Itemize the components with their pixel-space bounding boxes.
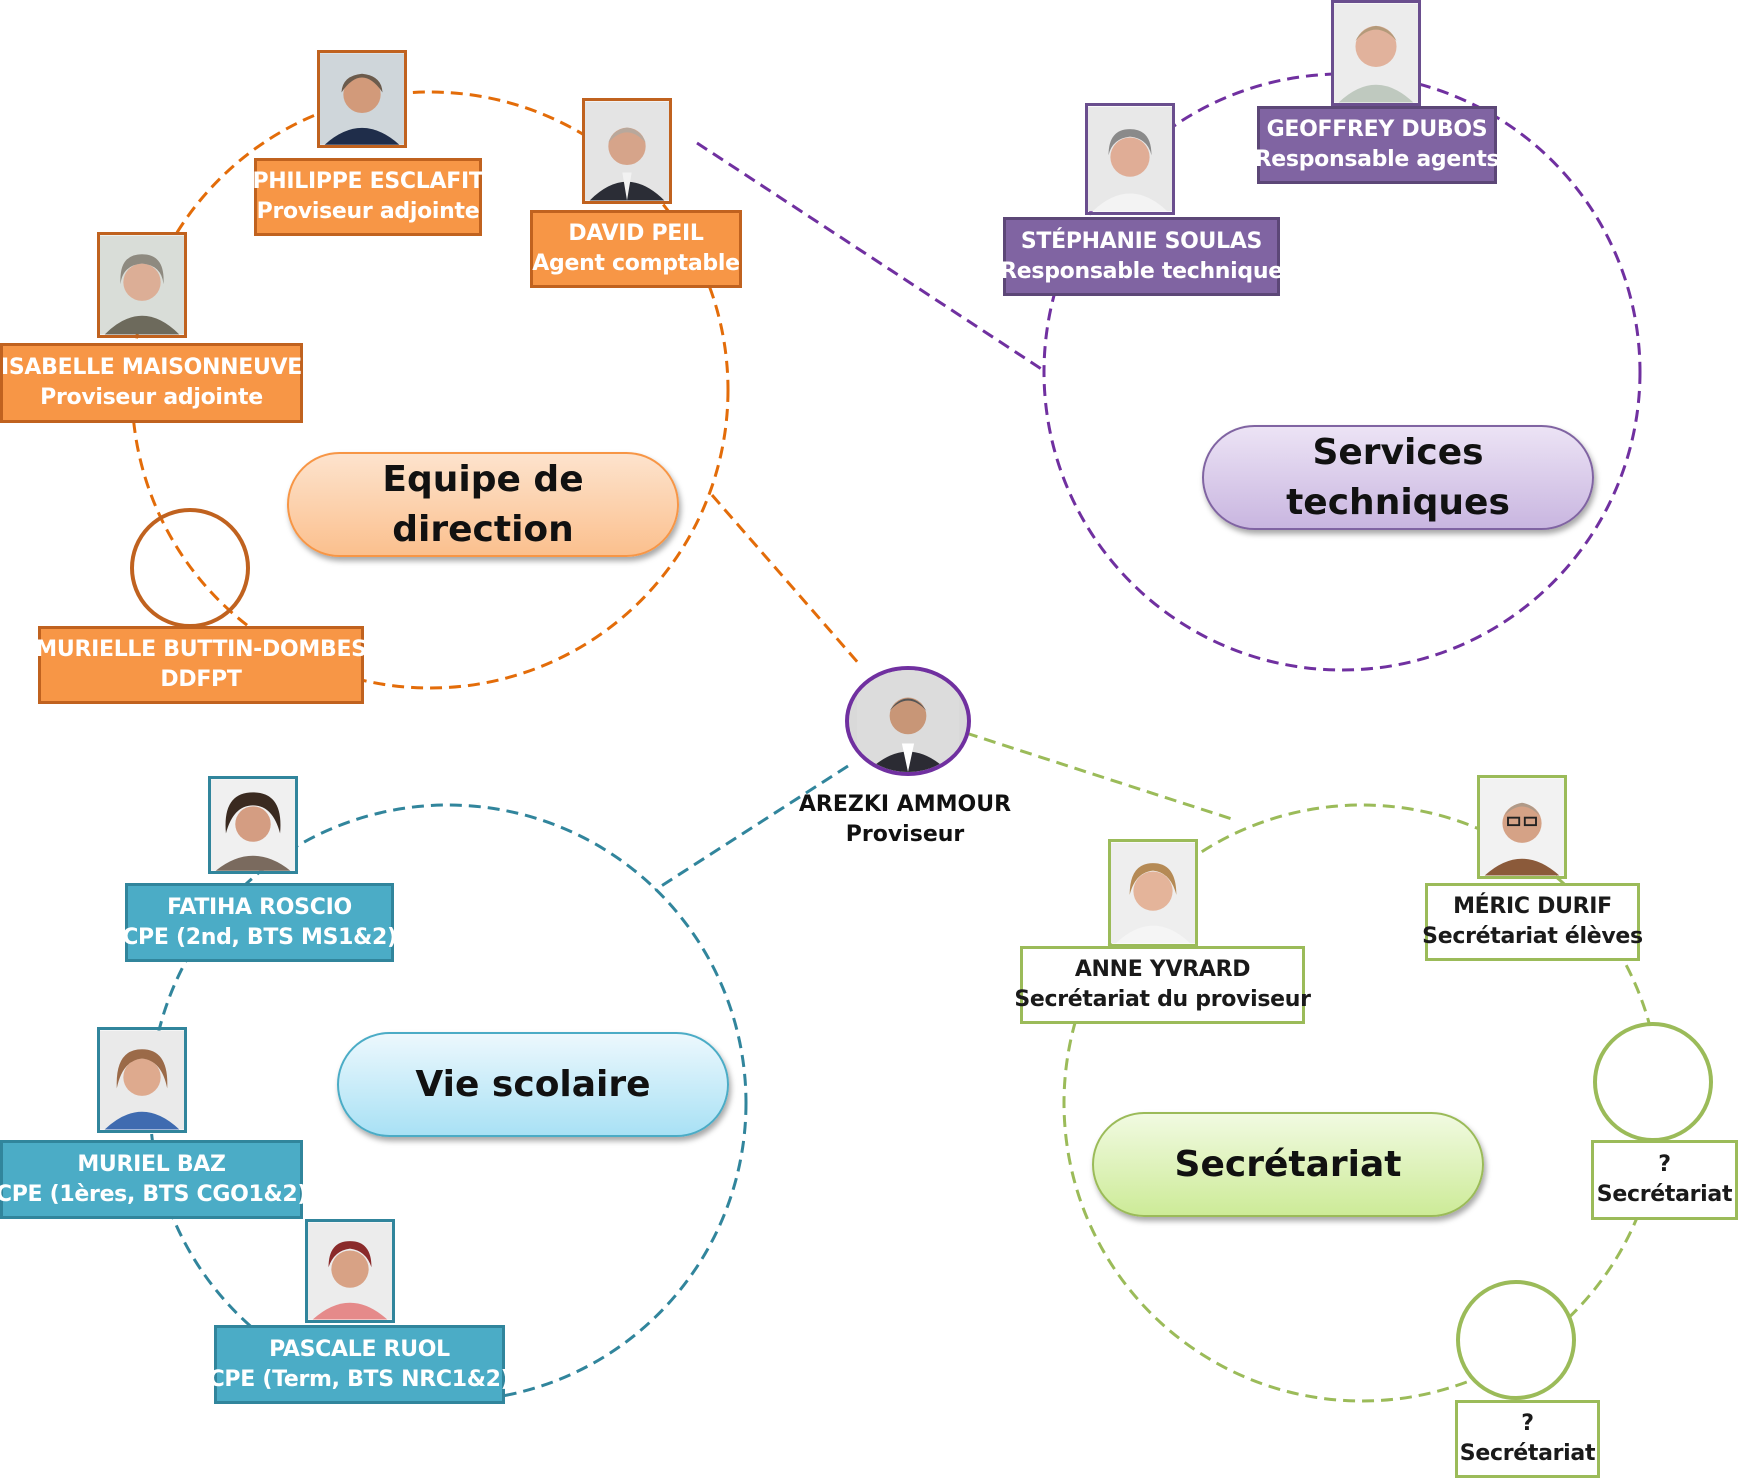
secretariat-group-title: Secrétariat [1092, 1112, 1484, 1217]
vie-scolaire-group-title: Vie scolaire [337, 1032, 729, 1137]
member-card: PHILIPPE ESCLAFIT Proviseur adjointe [252, 158, 484, 236]
person-photo-icon [320, 53, 404, 145]
principal-role: Proviseur [845, 822, 965, 847]
person-photo-icon [585, 101, 669, 201]
person-photo-icon [100, 1030, 184, 1130]
member-card: MÉRIC DURIF Secrétariat élèves [1422, 883, 1643, 961]
member-card: ANNE YVRARD Secrétariat du proviseur [1014, 946, 1311, 1024]
empty-photo-placeholder [1456, 1280, 1576, 1400]
member-card: FATIHA ROSCIO CPE (2nd, BTS MS1&2) [122, 883, 397, 962]
person-photo-icon [1480, 778, 1564, 876]
technique-group-title: Services techniques [1202, 425, 1594, 530]
member-photo [317, 50, 407, 148]
connector-secretariat [965, 731, 1236, 822]
connector-direction [710, 494, 862, 666]
vacant-member-card: ? Secrétariat [1591, 1140, 1738, 1220]
person-photo-icon [100, 235, 184, 335]
member-photo [305, 1219, 395, 1323]
member-photo [97, 232, 187, 338]
member-photo [582, 98, 672, 204]
technique-group-circle [1042, 72, 1642, 672]
member-card: MURIEL BAZ CPE (1ères, BTS CGO1&2) [0, 1140, 307, 1219]
person-photo-icon [211, 779, 295, 871]
member-card: GEOFFREY DUBOS Responsable agents [1255, 106, 1500, 184]
principal-photo [845, 666, 971, 776]
member-card: DAVID PEIL Agent comptable [530, 210, 742, 288]
person-photo-icon [1088, 106, 1172, 212]
principal-name: AREZKI AMMOUR [798, 792, 1012, 817]
member-photo [1331, 0, 1421, 106]
person-photo-icon [308, 1222, 392, 1320]
empty-photo-placeholder [1593, 1022, 1713, 1142]
principal-label: AREZKI AMMOUR Proviseur [780, 790, 1030, 850]
member-photo [97, 1027, 187, 1133]
member-card: MURIELLE BUTTIN-DOMBES DDFPT [35, 626, 367, 704]
member-photo [1477, 775, 1567, 879]
person-photo-icon [857, 670, 959, 772]
member-photo [1085, 103, 1175, 215]
member-photo [208, 776, 298, 874]
member-card: STÉPHANIE SOULAS Responsable technique [1000, 217, 1283, 296]
direction-group-title: Equipe de direction [287, 452, 679, 557]
member-photo [1108, 839, 1198, 947]
connector-vie-scolaire [654, 764, 849, 892]
member-card: PASCALE RUOL CPE (Term, BTS NRC1&2) [209, 1325, 511, 1404]
person-photo-icon [1111, 842, 1195, 944]
person-photo-icon [1334, 3, 1418, 103]
member-card: ISABELLE MAISONNEUVE Proviseur adjointe [0, 343, 303, 423]
vacant-member-card: ? Secrétariat [1455, 1400, 1600, 1478]
connector-technique [696, 141, 1044, 372]
